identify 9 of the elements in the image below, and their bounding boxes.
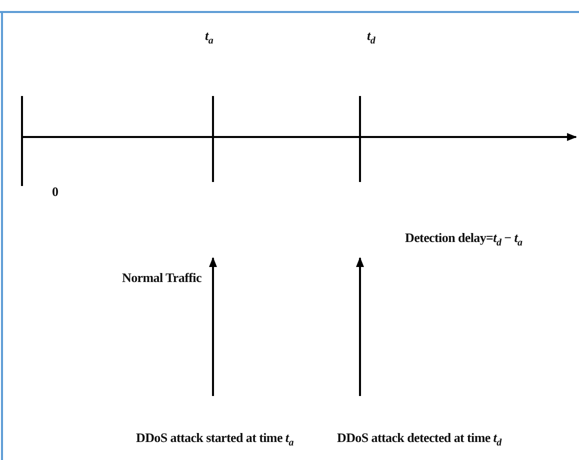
time-label: t$_{a}$	[205, 28, 214, 47]
origin-label: 0	[52, 184, 58, 200]
arrow	[356, 257, 364, 396]
arrow	[209, 257, 217, 396]
traffic-label: Normal Traffic	[122, 270, 202, 286]
event-label: DDoS attack started at time t$_{a}$	[136, 430, 294, 449]
time-label: t$_{d}$	[367, 28, 376, 47]
delay-label: Detection delay=t$_{d}$ − t$_{a}$	[405, 230, 522, 249]
event-label: DDoS attack detected at time t$_{d}$	[337, 430, 502, 449]
